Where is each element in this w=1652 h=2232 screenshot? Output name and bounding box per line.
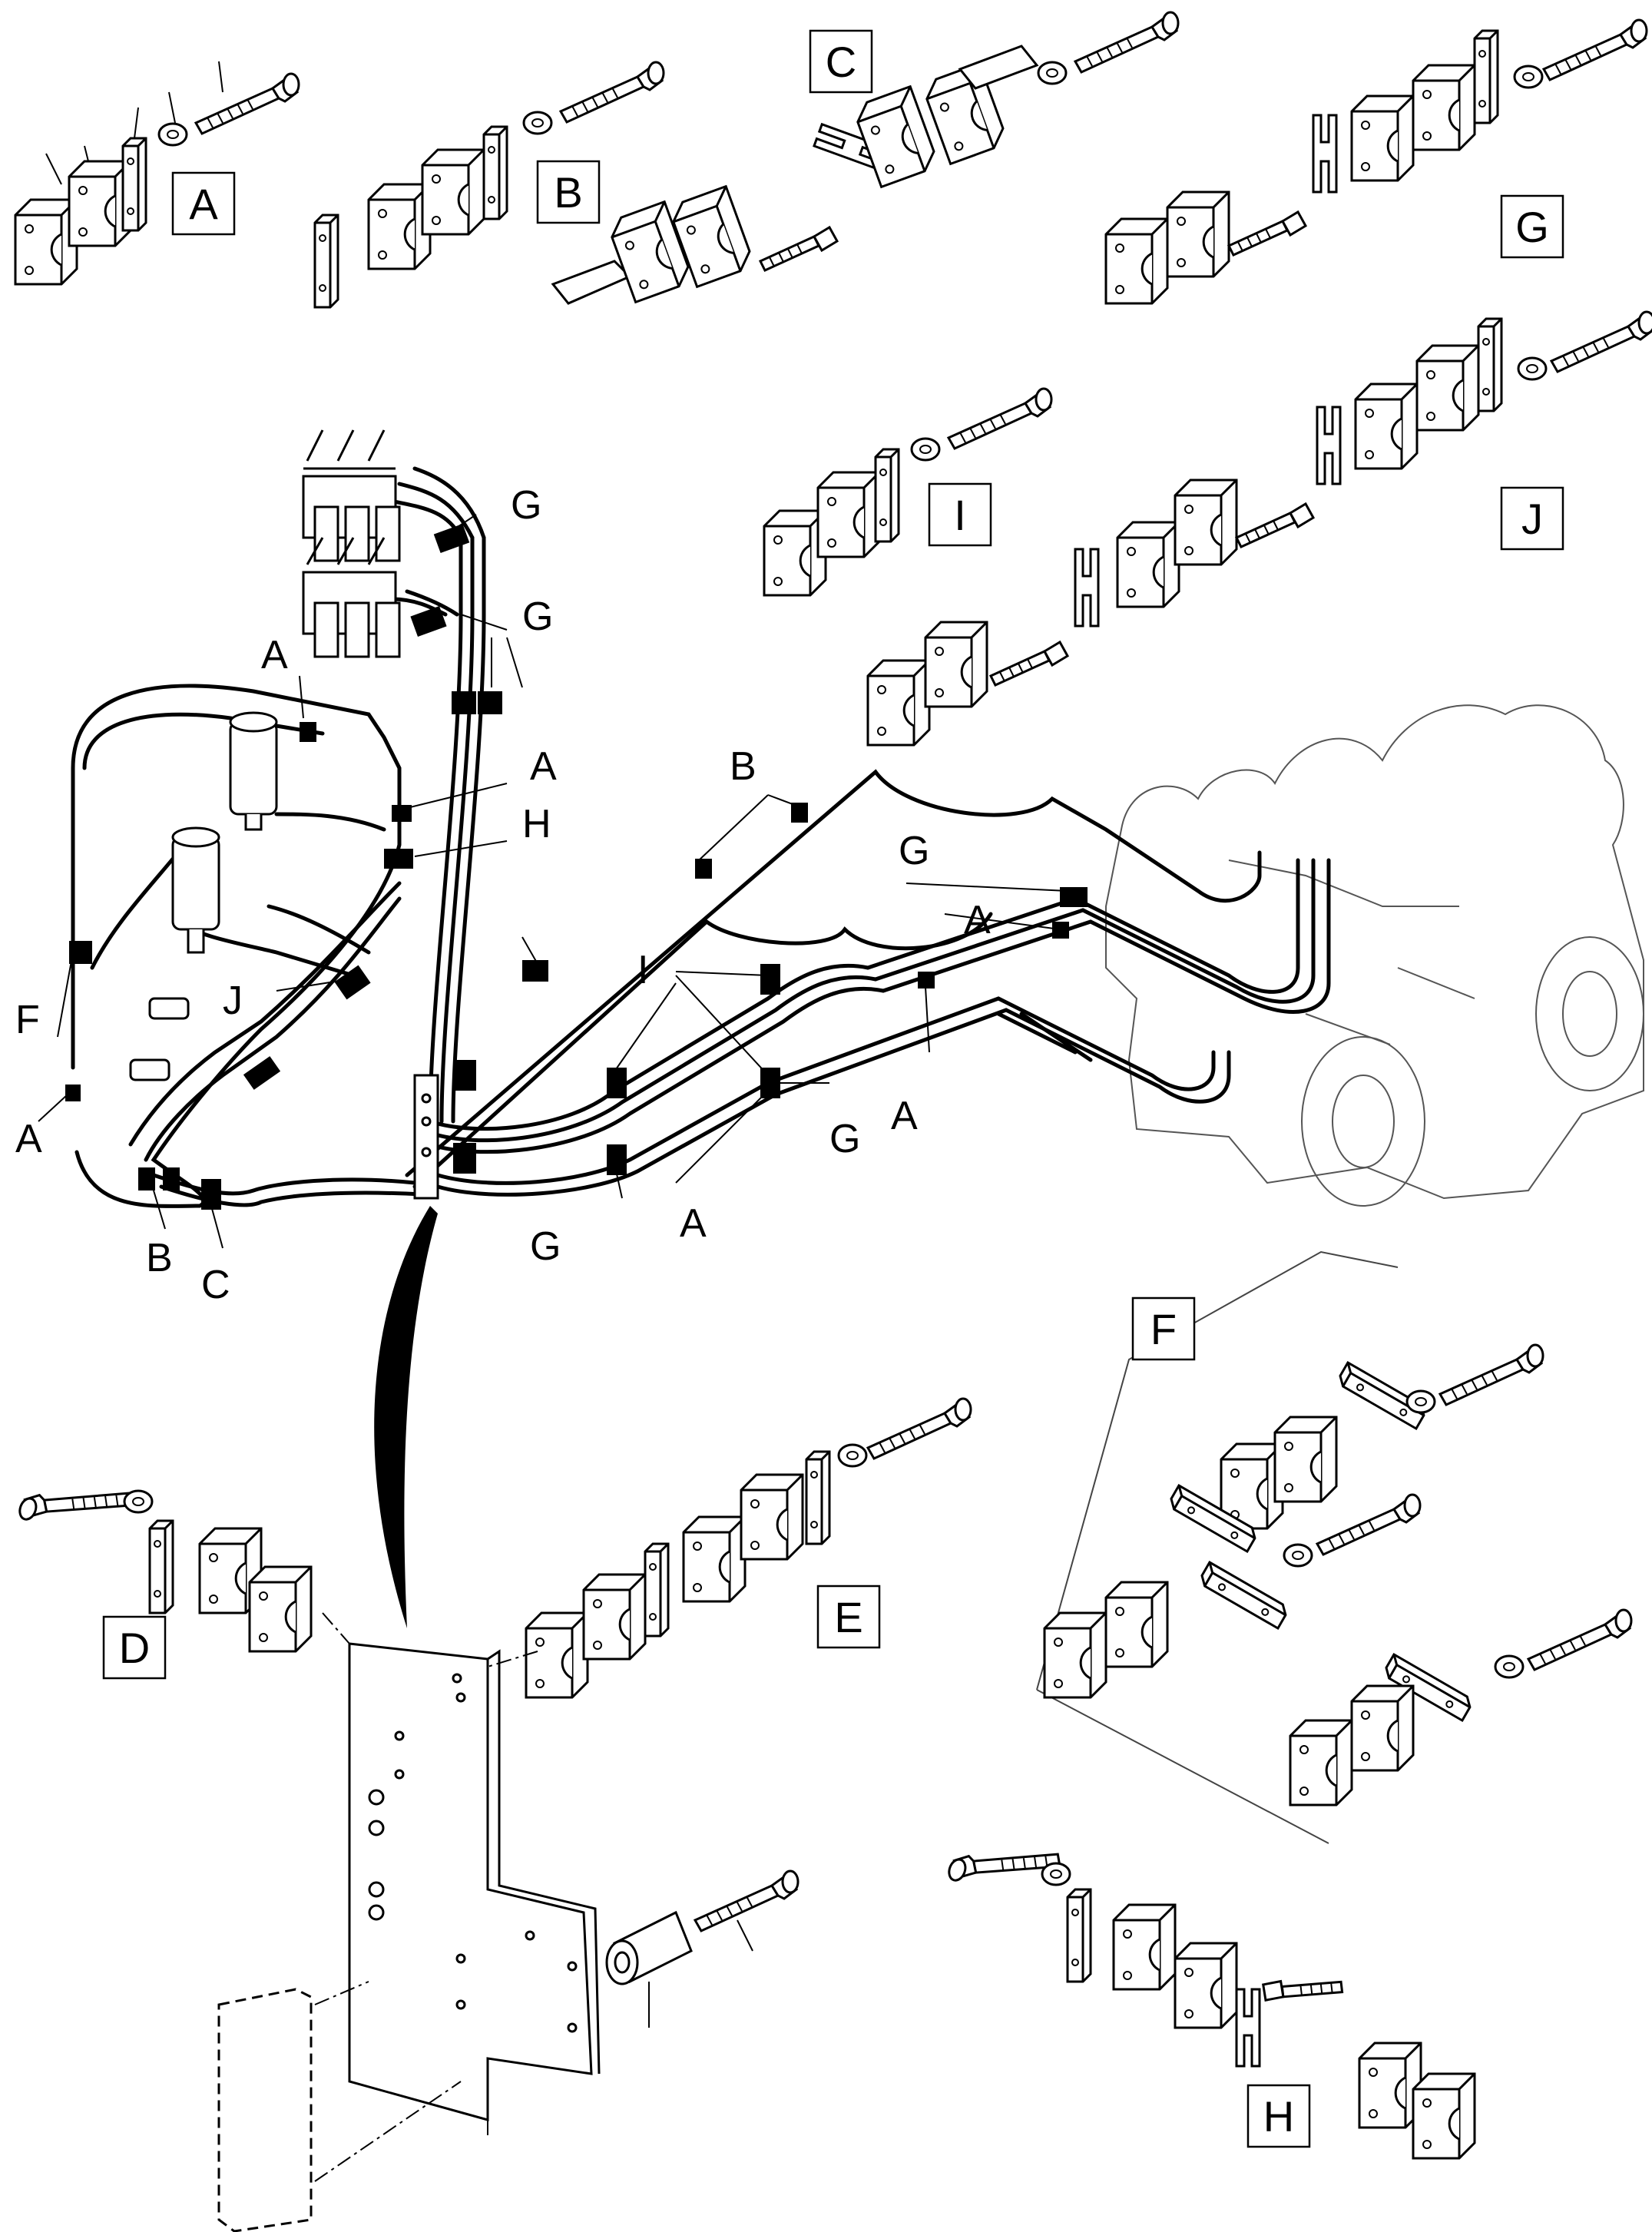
svg-text:H: H: [1263, 2092, 1294, 2141]
label-box-j: J: [1500, 486, 1564, 551]
svg-text:F: F: [1150, 1305, 1177, 1353]
detail-g: G: [1104, 18, 1648, 305]
label-box-f: F: [1131, 1296, 1196, 1361]
svg-text:B: B: [730, 744, 756, 789]
detail-h: H: [945, 1820, 1476, 2160]
svg-text:D: D: [119, 1624, 150, 1672]
label-box-c: C: [809, 29, 873, 94]
svg-text:G: G: [522, 594, 553, 639]
svg-text:G: G: [829, 1117, 860, 1161]
svg-text:A: A: [189, 180, 218, 228]
svg-text:G: G: [511, 483, 541, 528]
label-box-d: D: [102, 1615, 167, 1680]
detail-b: B: [313, 61, 665, 309]
svg-text:I: I: [637, 948, 648, 992]
detail-callout-curve: [374, 1206, 438, 1628]
svg-text:A: A: [964, 898, 991, 942]
svg-text:J: J: [1521, 495, 1543, 543]
label-box-e: E: [816, 1585, 881, 1649]
detail-e: E: [525, 1397, 972, 1699]
detail-a: A: [14, 61, 300, 286]
pipe-clamps: [65, 523, 1088, 1210]
filter-housings: [129, 429, 401, 1081]
svg-text:F: F: [15, 998, 40, 1042]
label-box-g: G: [1500, 194, 1564, 259]
svg-text:J: J: [223, 979, 243, 1023]
svg-text:B: B: [554, 168, 582, 217]
svg-text:A: A: [680, 1201, 707, 1246]
support-bracket-small: [413, 1074, 439, 1200]
svg-text:G: G: [530, 1224, 561, 1269]
svg-text:I: I: [954, 491, 966, 539]
svg-text:G: G: [1515, 203, 1549, 251]
svg-text:A: A: [15, 1117, 42, 1161]
detail-d: D: [15, 1459, 313, 1680]
detail-c: C: [551, 11, 1180, 305]
mounting-bracket-detail: [217, 1612, 800, 2232]
svg-text:A: A: [530, 744, 557, 789]
svg-text:A: A: [891, 1094, 918, 1138]
leader-lines: [38, 514, 1068, 1249]
detail-f: F: [1036, 1250, 1633, 1844]
svg-text:A: A: [261, 633, 288, 677]
label-box-i: I: [928, 482, 992, 547]
detail-i: I: [763, 387, 1053, 597]
svg-text:G: G: [899, 829, 929, 873]
detail-j: J: [866, 310, 1652, 747]
svg-text:E: E: [834, 1593, 862, 1641]
svg-text:B: B: [146, 1236, 173, 1280]
label-box-a: A: [171, 171, 236, 236]
label-box-h: H: [1246, 2084, 1311, 2148]
engine-outline: [1105, 704, 1644, 1207]
label-box-b: B: [536, 160, 601, 224]
pipe-assembly: [71, 466, 1331, 1208]
svg-text:H: H: [522, 802, 551, 846]
svg-text:C: C: [201, 1263, 230, 1307]
svg-text:C: C: [826, 38, 856, 86]
assembly-labels: G G A A H B G A I F J A G A G A B C: [15, 483, 991, 1307]
